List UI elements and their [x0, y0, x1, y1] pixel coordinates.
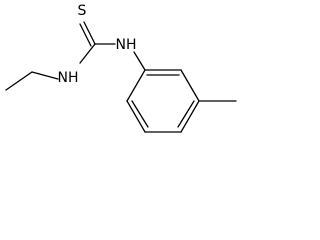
- atom-label-nh-left: NH: [58, 70, 79, 86]
- bond-c-s-b: [79, 23, 92, 47]
- bond-c-s-a: [83, 21, 96, 45]
- bond-nh-c: [79, 43, 96, 64]
- atom-label-sulfur: S: [78, 3, 87, 19]
- molecule-structure: S NH NH: [5, 3, 237, 133]
- bond-ch3-ch2: [5, 71, 33, 91]
- ring-bond-6: [126, 69, 146, 102]
- ring-inner-bond-2: [177, 100, 195, 128]
- structure-canvas: S NH NH: [0, 0, 246, 150]
- atom-label-nh-right: NH: [116, 37, 137, 53]
- ring-bond-2: [180, 69, 200, 102]
- bond-ch2-nh: [31, 71, 59, 80]
- ring-bond-5: [126, 100, 146, 133]
- ring-inner-bond-3: [131, 100, 149, 128]
- ring-bond-3: [180, 100, 200, 133]
- bond-nh-aryl: [133, 51, 146, 71]
